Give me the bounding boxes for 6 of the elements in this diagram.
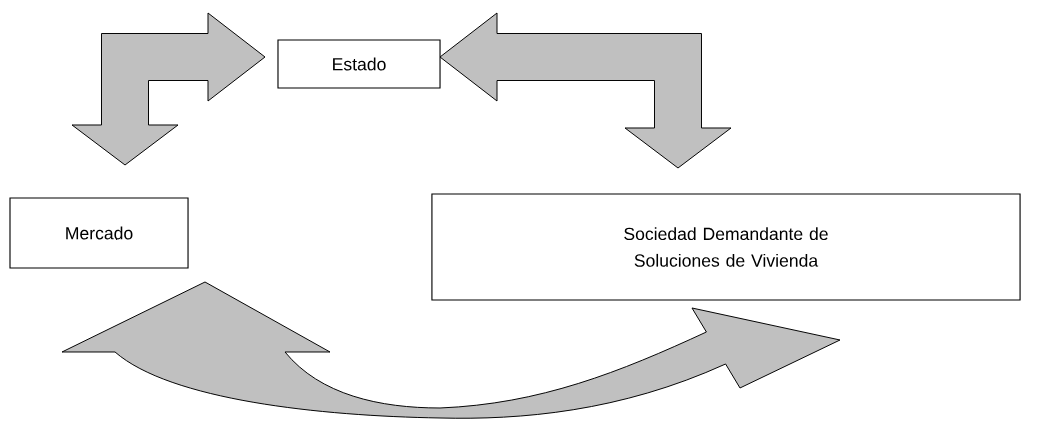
text-box: Estado <box>277 39 441 89</box>
text-box: Mercado <box>9 197 189 269</box>
block-arrow <box>61 281 841 419</box>
block-arrow <box>439 12 732 169</box>
block-arrow <box>71 12 266 166</box>
text-box: Sociedad Demandante de Soluciones de Vivienda <box>431 193 1021 301</box>
